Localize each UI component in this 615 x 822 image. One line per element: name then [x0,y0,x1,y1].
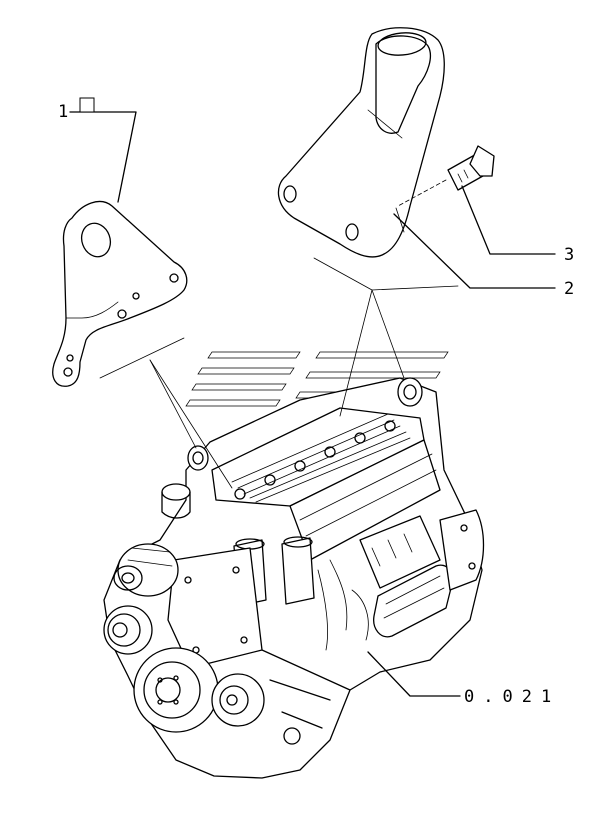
callout-part1: 1 [58,102,68,122]
leader-part2 [393,213,556,289]
lifting-bracket-right [277,27,445,258]
mounting-guide-lines [99,257,459,489]
lifting-bracket-left [52,201,188,387]
callout-part2: 2 [564,279,574,299]
leader-part3 [461,185,556,255]
leader-engine-ref [367,651,461,697]
engine-assembly [103,377,485,779]
starter-motor [373,564,454,638]
part1-reference-box [79,97,95,113]
pulleys [103,605,265,733]
alternator [113,543,179,597]
callout-engine-ref: 0.021 [464,687,560,707]
callout-part3: 3 [564,245,574,265]
bolt [397,145,495,207]
valve-cover-bolts [234,420,396,500]
leader-part1 [69,111,137,203]
